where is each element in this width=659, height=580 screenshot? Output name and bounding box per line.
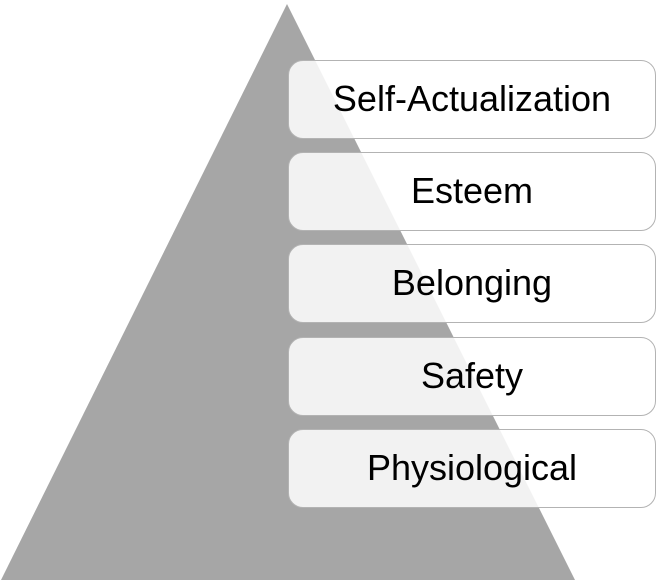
level-label: Physiological: [366, 446, 578, 488]
level-box-belonging: Belonging: [288, 244, 656, 323]
level-label: Esteem: [410, 169, 534, 211]
level-box-safety: Safety: [288, 337, 656, 416]
level-label: Belonging: [391, 261, 553, 303]
level-label: Self-Actualization: [332, 77, 612, 119]
level-box-physiological: Physiological: [288, 429, 656, 508]
level-box-esteem: Esteem: [288, 152, 656, 231]
level-label: Safety: [420, 354, 524, 396]
level-box-self-actualization: Self-Actualization: [288, 60, 656, 139]
